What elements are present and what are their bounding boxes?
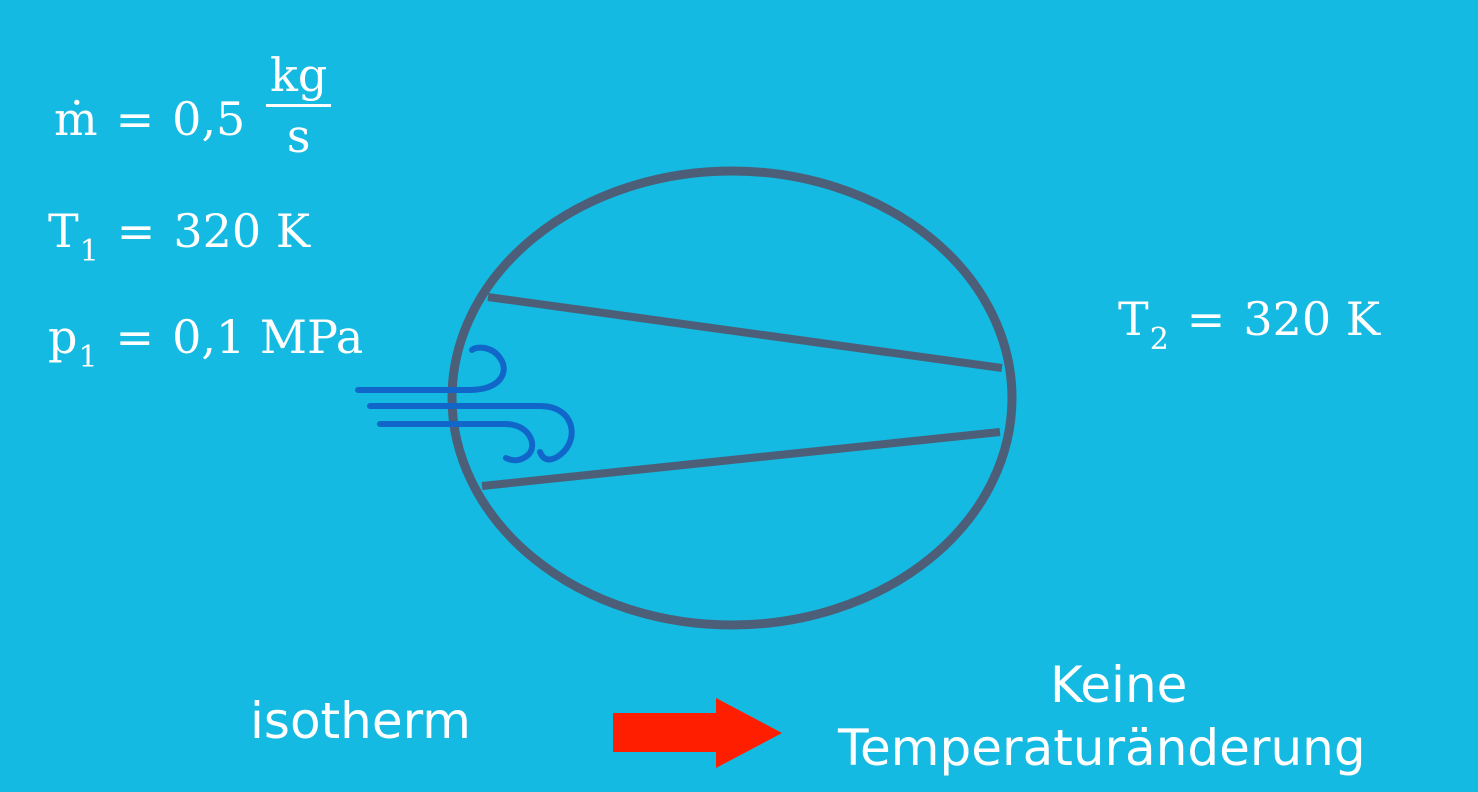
t2-equation: T2=320 K <box>1118 296 1380 355</box>
mass-flow-value: 0,5 <box>172 92 246 146</box>
equals-sign: = <box>1186 292 1226 346</box>
t2-value: 320 K <box>1243 292 1381 346</box>
wind-stroke-top <box>355 344 507 393</box>
isotherm-label: isotherm <box>250 692 471 750</box>
p1-subscript: 1 <box>78 340 98 375</box>
mass-flow-equation: ṁ=0,5 <box>54 96 245 142</box>
right-arrow-icon <box>613 698 782 768</box>
nozzle-lower-wall <box>481 428 1001 490</box>
equals-sign: = <box>115 92 155 146</box>
equals-sign: = <box>116 204 156 258</box>
t1-symbol: T <box>48 204 79 258</box>
p1-value: 0,1 MPa <box>172 310 364 364</box>
t2-subscript: 2 <box>1149 322 1169 357</box>
mass-flow-unit: kg s <box>266 52 332 163</box>
mass-flow-unit-denominator: s <box>286 109 311 163</box>
nozzle-upper-wall <box>487 293 1003 372</box>
result-line-2: Temperaturänderung <box>838 719 1366 777</box>
t1-subscript: 1 <box>79 234 99 269</box>
mass-flow-symbol: ṁ <box>54 92 98 146</box>
wind-icon <box>355 344 575 464</box>
pipe-section-icon <box>447 166 1017 630</box>
p1-equation: p1=0,1 MPa <box>48 314 363 373</box>
wind-stroke-bottom <box>377 421 536 464</box>
control-volume-ellipse <box>447 166 1017 630</box>
wind-stroke-middle <box>367 403 575 463</box>
mass-flow-unit-numerator: kg <box>266 52 332 107</box>
result-line-1: Keine <box>1050 656 1188 714</box>
t1-value: 320 K <box>173 204 311 258</box>
t2-symbol: T <box>1118 292 1149 346</box>
t1-equation: T1=320 K <box>48 208 310 267</box>
p1-symbol: p <box>48 310 78 364</box>
equals-sign: = <box>115 310 155 364</box>
